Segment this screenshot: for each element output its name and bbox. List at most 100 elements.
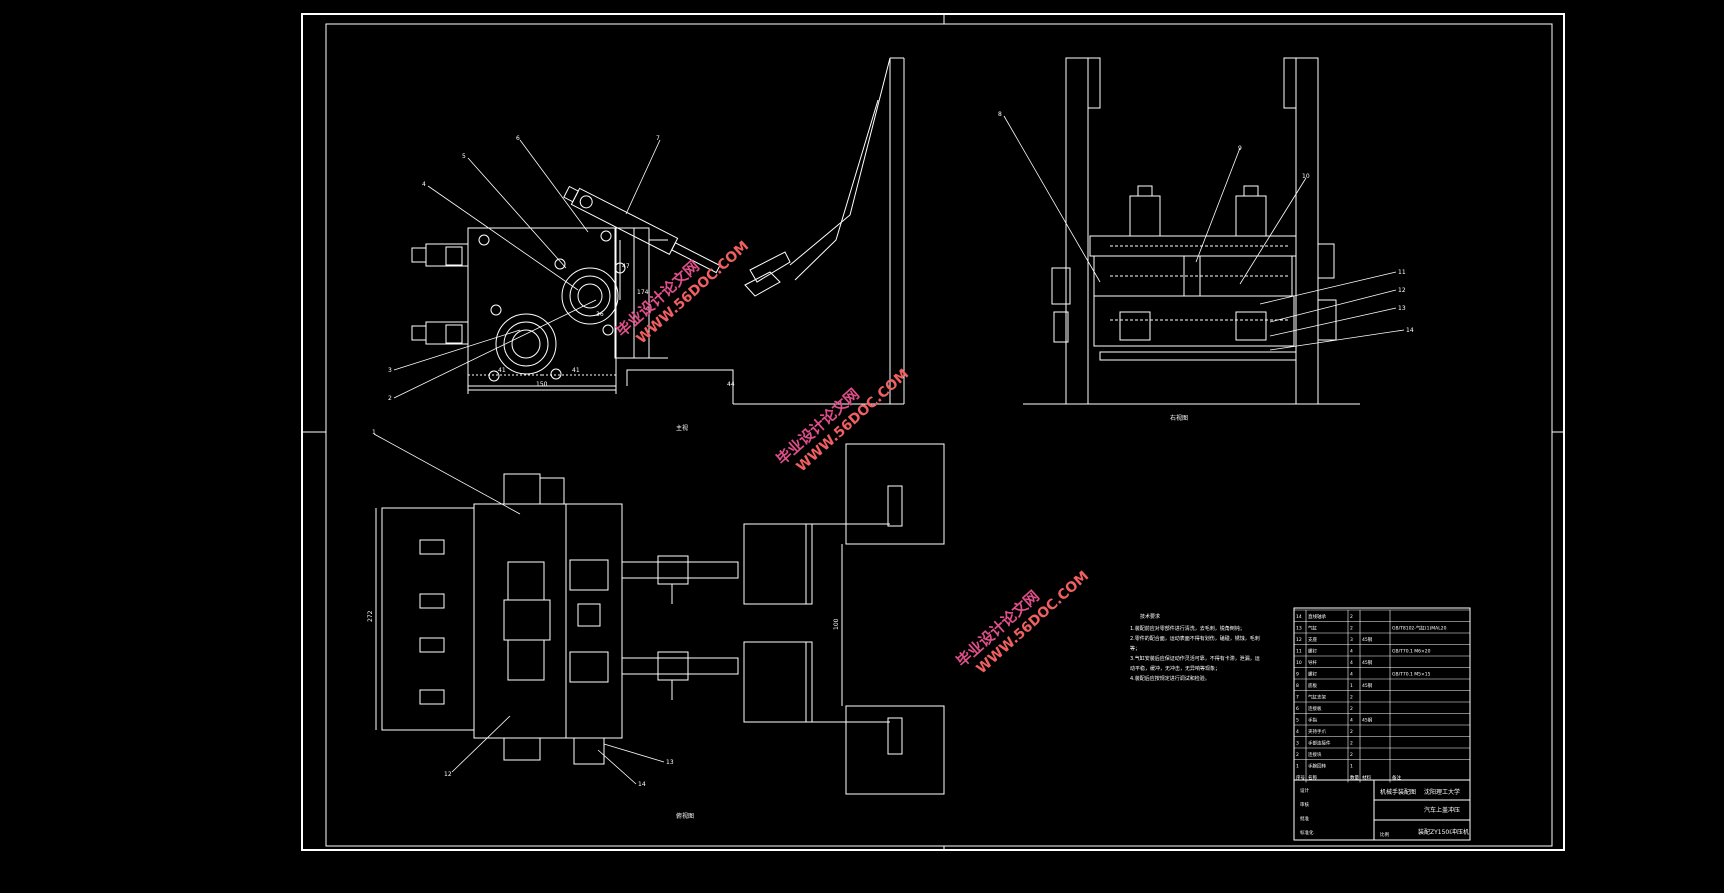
bom-cell-no: 4 xyxy=(1296,729,1299,735)
tech-req-line: 2.零件的配合面，运动表面不得有划伤，磕碰，锈蚀，毛刺 xyxy=(1130,635,1260,642)
bom-cell-no: 1 xyxy=(1296,764,1299,770)
bom-cell-name: 直线轴承 xyxy=(1308,613,1326,620)
callout-plan-13: 13 xyxy=(666,759,674,766)
bom-cell-name: 连接块 xyxy=(1308,751,1322,758)
callout-top-3: 3 xyxy=(388,367,392,374)
bom-cell-no: 10 xyxy=(1296,660,1302,666)
bom-cell-qty: 4 xyxy=(1350,649,1353,655)
technical-requirements: 技术要求 1.装配前应对零部件进行清洗，去毛刺，锐角倒钝； 2.零件的配合面，运… xyxy=(1130,613,1260,682)
sign-label: 审核 xyxy=(1300,801,1309,808)
school-name: 沈阳理工大学 xyxy=(1424,788,1460,796)
bom-cell-qty: 4 xyxy=(1350,718,1353,724)
callout-plan-14: 14 xyxy=(638,781,646,788)
bom-cell-no: 5 xyxy=(1296,718,1299,724)
bom-cell-name: 气缸 xyxy=(1308,625,1317,632)
callout-plan-12: 12 xyxy=(444,771,452,778)
callout-side-10: 10 xyxy=(1302,173,1310,180)
callout-side-14: 14 xyxy=(1406,327,1414,334)
view2-caption: 右视图 xyxy=(1170,414,1188,422)
bom-cell-qty: 3 xyxy=(1350,637,1353,643)
sign-label: 标准化 xyxy=(1300,829,1314,836)
front-view-callouts: 6 5 4 7 3 2 主视 xyxy=(388,135,688,432)
tech-req-line: 4.装配后应按规定进行调试和检验。 xyxy=(1130,675,1210,682)
bom-cell-name: 底板 xyxy=(1308,682,1317,689)
bom-cell-no: 6 xyxy=(1296,706,1299,712)
bom-cell-name: 螺钉 xyxy=(1308,648,1317,655)
drawing-number: 装配ZY150I冲压机 xyxy=(1418,828,1469,836)
view1-caption: 主视 xyxy=(676,424,688,432)
bom-cell-qty: 4 xyxy=(1350,672,1353,678)
dim-41a: 41 xyxy=(498,367,506,374)
callout-top-7: 7 xyxy=(656,135,660,142)
bom-cell-no: 8 xyxy=(1296,683,1299,689)
callout-top-5: 5 xyxy=(462,153,466,160)
bom-cell-name: 导杆 xyxy=(1308,659,1317,666)
callout-plan-1: 1 xyxy=(372,429,376,436)
bom-cell-name: 气缸支架 xyxy=(1308,694,1326,701)
callout-top-6: 6 xyxy=(516,135,520,142)
bom-header-no: 序号 xyxy=(1296,774,1305,781)
bom-cell-name: 手部连接件 xyxy=(1308,740,1331,747)
bom-cell-note: GB/T8102-气缸(1)MAL20 xyxy=(1392,625,1447,632)
side-view xyxy=(1023,57,1360,405)
drawing-name: 机械手装配图 xyxy=(1380,788,1416,796)
bom-cell-name: 连接板 xyxy=(1308,705,1322,712)
dim-174: 174 xyxy=(637,289,649,296)
bom-cell-note: GB/T70.1 M6×20 xyxy=(1392,649,1431,655)
bom-header-name: 名称 xyxy=(1308,774,1317,781)
bom-cell-qty: 1 xyxy=(1350,764,1353,770)
side-view-leaders xyxy=(1003,115,1405,351)
callout-side-12: 12 xyxy=(1398,287,1406,294)
dim-36: 36 xyxy=(596,311,604,318)
bom-cell-no: 14 xyxy=(1296,614,1302,620)
dim-272: 272 xyxy=(367,610,374,622)
bom-cell-no: 3 xyxy=(1296,741,1299,747)
callout-side-9: 9 xyxy=(1238,145,1242,152)
dim-150: 150 xyxy=(536,381,548,388)
tech-req-title: 技术要求 xyxy=(1140,613,1160,620)
callout-side-13: 13 xyxy=(1398,305,1406,312)
bom-cell-material: 45钢 xyxy=(1362,636,1373,643)
sign-label: 批准 xyxy=(1300,815,1309,822)
tech-req-line: 等； xyxy=(1130,645,1140,652)
callout-top-2: 2 xyxy=(388,395,392,402)
bom-cell-no: 13 xyxy=(1296,626,1302,632)
callout-top-4: 4 xyxy=(422,181,426,188)
bom-cell-qty: 2 xyxy=(1350,695,1353,701)
plan-view-callouts: 1 12 13 14 272 100 俯视图 xyxy=(367,429,840,820)
view3-caption: 俯视图 xyxy=(676,812,694,820)
plan-view-leaders xyxy=(373,433,665,785)
bom-cell-no: 11 xyxy=(1296,649,1302,655)
front-view-leaders xyxy=(393,139,661,399)
bom-cell-material: 45钢 xyxy=(1362,717,1373,724)
bom-header-qty: 数量 xyxy=(1350,774,1359,781)
tech-req-line: 3.气缸安装后应保证动作灵活可靠，不得有卡滞，泄漏，运 xyxy=(1130,655,1260,662)
bom-cell-qty: 2 xyxy=(1350,729,1353,735)
bom-cell-no: 9 xyxy=(1296,672,1299,678)
tech-req-line: 动平稳，缓冲，无冲击，无异响等现象； xyxy=(1130,665,1220,672)
tech-req-line: 1.装配前应对零部件进行清洗，去毛刺，锐角倒钝； xyxy=(1130,625,1245,632)
front-view-dims: 150 41 41 36 47 174 44 xyxy=(498,263,735,388)
bom-header-material: 材料 xyxy=(1362,774,1371,781)
bom-cell-qty: 2 xyxy=(1350,706,1353,712)
bom-cell-material: 45钢 xyxy=(1362,659,1373,666)
side-view-callouts: 8 9 10 11 12 13 14 右视图 xyxy=(998,111,1414,422)
sheet-frame xyxy=(301,13,1565,851)
dim-100: 100 xyxy=(833,618,840,630)
bom-cell-name: 手指 xyxy=(1308,717,1317,724)
bom-cell-qty: 2 xyxy=(1350,752,1353,758)
bom-cell-no: 7 xyxy=(1296,695,1299,701)
scale-label: 比例 xyxy=(1380,831,1389,838)
bom-cell-qty: 2 xyxy=(1350,626,1353,632)
bom-cell-name: 手腕回转 xyxy=(1308,763,1326,770)
front-view xyxy=(411,57,905,405)
callout-side-11: 11 xyxy=(1398,269,1406,276)
plan-view xyxy=(375,443,945,795)
bom-cell-note: GB/T70.1 M5×15 xyxy=(1392,672,1431,678)
bom-cell-qty: 4 xyxy=(1350,660,1353,666)
project-name: 汽车上盖冲压 xyxy=(1424,806,1460,814)
sign-label: 设计 xyxy=(1300,787,1309,794)
